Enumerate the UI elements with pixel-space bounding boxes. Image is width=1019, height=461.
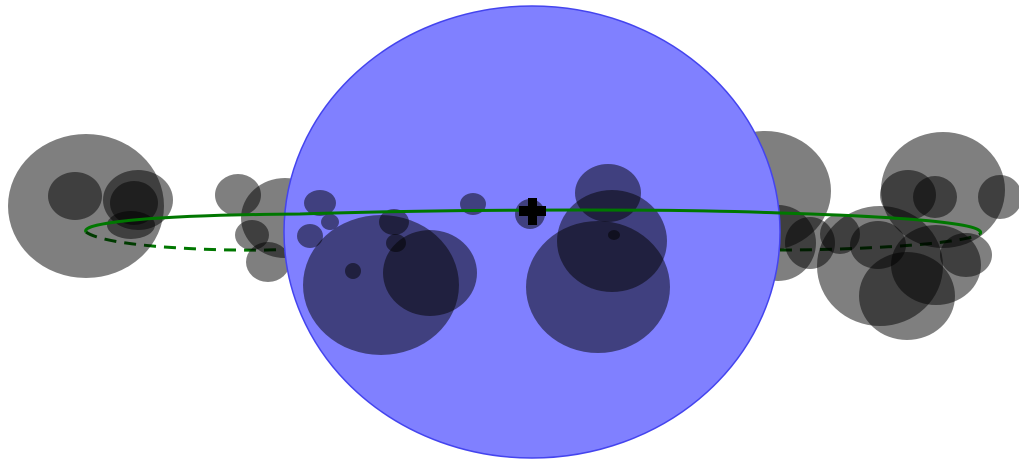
blob xyxy=(345,263,361,279)
blob xyxy=(608,230,620,240)
blob xyxy=(379,209,409,235)
blob xyxy=(246,242,290,282)
blob xyxy=(383,230,477,316)
blob xyxy=(913,176,957,218)
inner-blob-cluster xyxy=(297,164,670,355)
blob xyxy=(297,224,323,248)
cross-icon xyxy=(519,198,546,225)
blob xyxy=(557,190,667,292)
blob xyxy=(978,175,1019,219)
blob xyxy=(235,220,269,250)
blob xyxy=(575,164,641,222)
blob xyxy=(321,214,339,230)
left-blob-cluster xyxy=(8,134,329,282)
blob xyxy=(386,234,406,252)
blob xyxy=(48,172,102,220)
blob xyxy=(940,233,992,277)
blob xyxy=(304,190,336,216)
blob xyxy=(107,211,155,239)
